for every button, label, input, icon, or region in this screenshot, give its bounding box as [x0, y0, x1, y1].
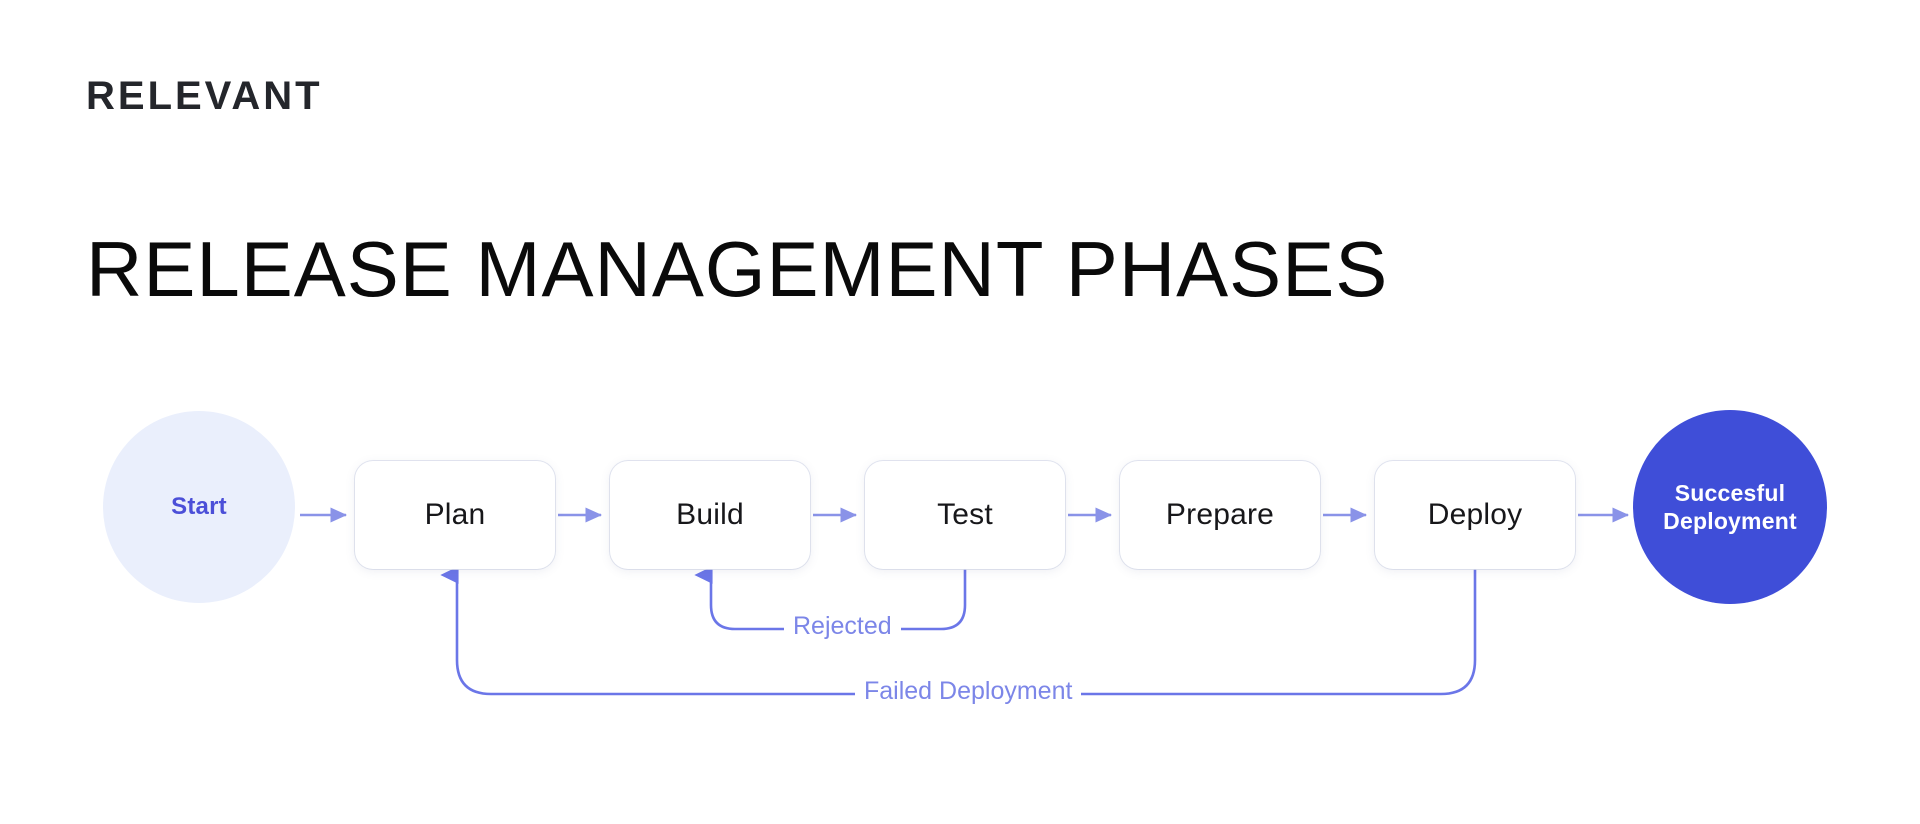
- node-phase-prepare[interactable]: Prepare: [1120, 461, 1320, 569]
- loop-label-rejected: Rejected: [784, 612, 901, 641]
- loop-label-failed-deployment: Failed Deployment: [855, 677, 1082, 706]
- node-phase-label: Deploy: [1427, 498, 1523, 531]
- node-phase-plan[interactable]: Plan: [355, 461, 555, 569]
- node-end-label-line1: Succesful: [1674, 479, 1786, 506]
- node-phase-label: Test: [937, 498, 993, 531]
- page-title: RELEASE MANAGEMENT PHASES: [86, 225, 1389, 313]
- brand-logo: RELEVANT: [86, 74, 323, 118]
- node-phase-label: Prepare: [1165, 498, 1275, 531]
- node-start-label: Start: [171, 493, 227, 520]
- node-phase-build[interactable]: Build: [610, 461, 810, 569]
- node-phase-label: Build: [676, 498, 744, 531]
- node-phase-test[interactable]: Test: [865, 461, 1065, 569]
- node-phase-label: Plan: [424, 498, 486, 531]
- node-end-label-line2: Deployment: [1663, 508, 1797, 534]
- node-phase-deploy[interactable]: Deploy: [1375, 461, 1575, 569]
- node-successful-deployment[interactable]: Succesful Deployment: [1633, 410, 1827, 604]
- loop-path-failed-deployment: [440, 566, 1477, 696]
- node-start[interactable]: Start: [103, 411, 295, 603]
